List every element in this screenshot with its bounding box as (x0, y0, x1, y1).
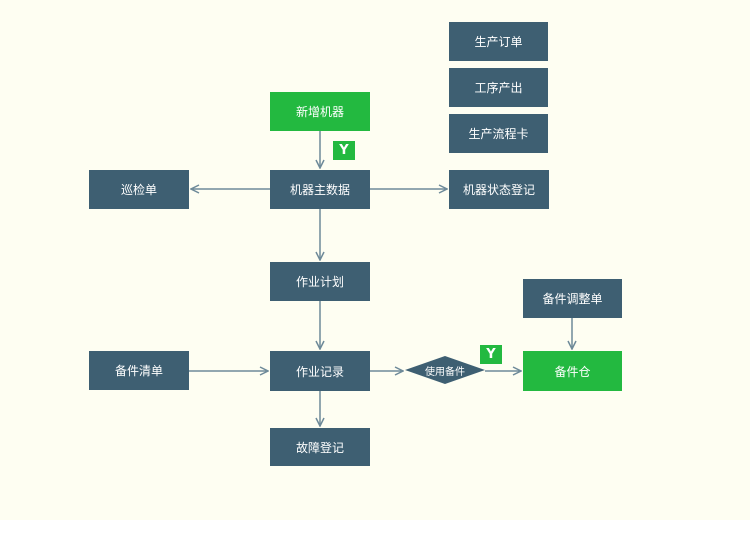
flowchart-canvas: 生产订单 工序产出 生产流程卡 新增机器 Y 机器主数据 巡检单 机器状态登记 … (0, 0, 750, 520)
inspection-sheet-node[interactable]: 巡检单 (89, 170, 189, 209)
parts-adjustment-node[interactable]: 备件调整单 (523, 279, 622, 318)
parts-list-node[interactable]: 备件清单 (89, 351, 189, 390)
machine-master-node[interactable]: 机器主数据 (270, 170, 370, 209)
use-parts-decision-label: 使用备件 (425, 366, 465, 378)
process-output-node[interactable]: 工序产出 (449, 68, 548, 107)
production-order-node[interactable]: 生产订单 (449, 22, 548, 61)
parts-warehouse-node[interactable]: 备件仓 (523, 351, 622, 391)
flowchart-edges (189, 131, 750, 520)
yes-badge-use-parts: Y (480, 345, 502, 364)
production-flow-card-node[interactable]: 生产流程卡 (449, 114, 548, 153)
machine-status-record-node[interactable]: 机器状态登记 (449, 170, 549, 209)
work-plan-node[interactable]: 作业计划 (270, 262, 370, 301)
new-machine-node[interactable]: 新增机器 (270, 92, 370, 131)
use-parts-decision-diamond (405, 356, 485, 384)
work-record-node[interactable]: 作业记录 (270, 351, 370, 391)
yes-badge-new-machine: Y (333, 141, 355, 160)
fault-record-node[interactable]: 故障登记 (270, 428, 370, 466)
